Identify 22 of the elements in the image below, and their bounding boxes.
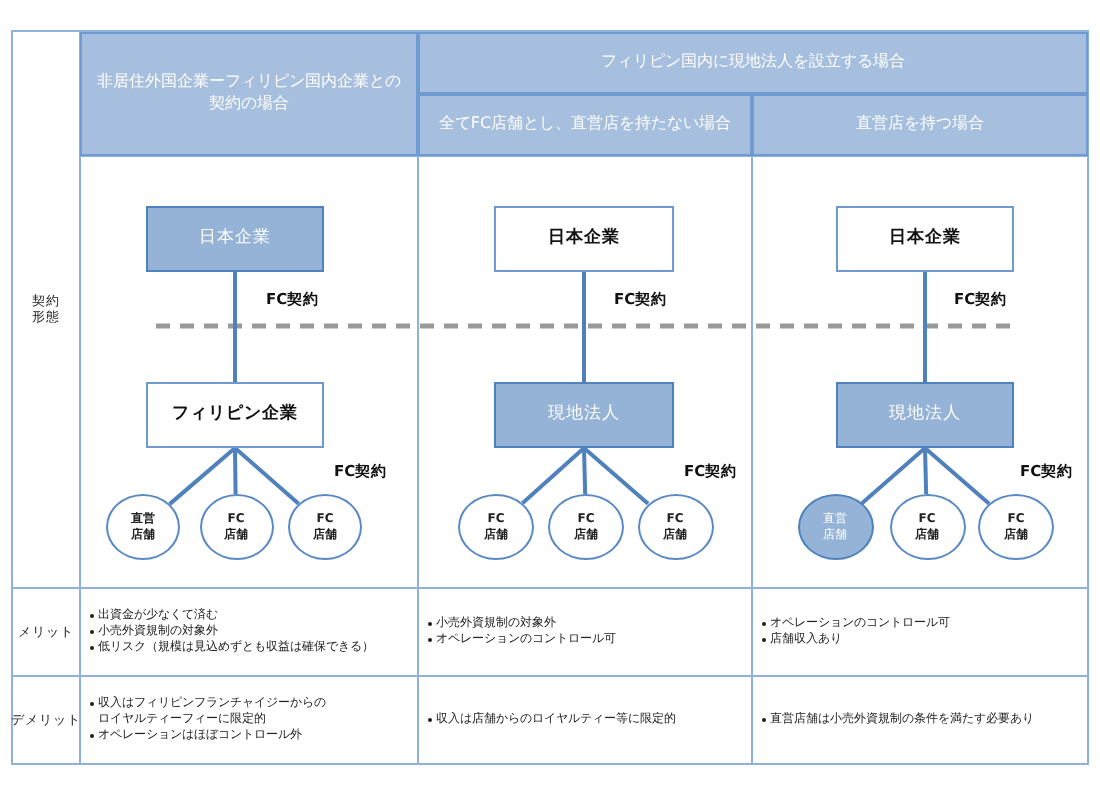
- connector-line: [582, 447, 588, 495]
- company-box: 日本企業: [836, 206, 1014, 272]
- connector-line: [582, 446, 650, 506]
- company-box: 日本企業: [494, 206, 674, 272]
- company-box: 現地法人: [494, 382, 674, 448]
- connector-line: [923, 446, 991, 506]
- company-box: フィリピン企業: [146, 382, 324, 448]
- company-box: 日本企業: [146, 206, 324, 272]
- connector-line: [233, 446, 300, 506]
- connector-line: [923, 447, 929, 495]
- connector-line: [233, 272, 237, 382]
- column-header: 直営店を持つ場合: [752, 93, 1088, 156]
- column-header: 非居住外国企業ーフィリピン国内企業との契約の場合: [80, 31, 418, 156]
- connector-line: [233, 447, 238, 495]
- connector-line: [923, 272, 927, 382]
- connector-line: [521, 446, 586, 505]
- connector-line: [582, 272, 586, 382]
- connector-line: [860, 446, 927, 506]
- column-header: 全てFC店舗とし、直営店を持たない場合: [418, 93, 752, 156]
- company-box: 現地法人: [836, 382, 1014, 448]
- connector-line: [168, 446, 237, 506]
- column-header: フィリピン国内に現地法人を設立する場合: [418, 31, 1088, 93]
